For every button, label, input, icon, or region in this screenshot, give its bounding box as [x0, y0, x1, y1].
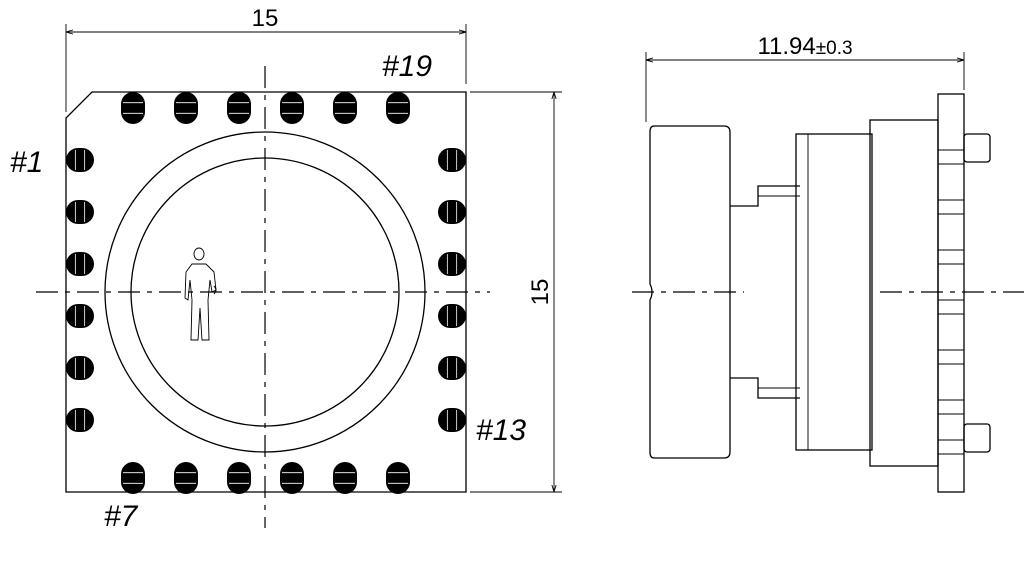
- pin-label-1: #1: [10, 146, 43, 179]
- pads-top-row: [121, 92, 410, 124]
- pad-bottom: [174, 462, 198, 494]
- pad-bottom: [227, 462, 251, 494]
- pad-right: [438, 304, 466, 328]
- pad-top: [386, 92, 410, 124]
- pad-top: [174, 92, 198, 124]
- pad-right: [438, 252, 466, 276]
- pads-right-column: [438, 148, 466, 432]
- pad-top: [227, 92, 251, 124]
- pads-left-column: [66, 148, 94, 432]
- pad-left: [66, 304, 94, 328]
- height-dimension-value: 15: [527, 279, 554, 306]
- base-plate: [937, 93, 965, 493]
- pad-left: [66, 356, 94, 380]
- pin-label-7: #7: [104, 500, 139, 533]
- base-plate-ribs: [938, 149, 964, 455]
- front-view: 15 15 #1 #7 #13 #19: [10, 5, 562, 533]
- depth-dimension-value: 11.94±0.3: [757, 33, 852, 60]
- pad-bottom: [280, 462, 304, 494]
- width-dimension-value: 15: [252, 5, 279, 32]
- pad-left: [66, 148, 94, 172]
- pad-right: [438, 408, 466, 432]
- pad-right: [438, 356, 466, 380]
- pad-top: [280, 92, 304, 124]
- main-body: [869, 119, 939, 467]
- pad-bottom: [386, 462, 410, 494]
- pin-label-19: #19: [382, 50, 432, 83]
- pad-bottom: [333, 462, 357, 494]
- pads-bottom-row: [121, 462, 410, 494]
- pin-bottom: [963, 423, 991, 453]
- pad-left: [66, 408, 94, 432]
- middle-housing: [795, 133, 873, 451]
- pad-left: [66, 252, 94, 276]
- side-view: 11.94±0.3: [632, 33, 1024, 493]
- pad-top: [121, 92, 145, 124]
- knob-cap: [649, 125, 731, 459]
- pin-top: [963, 133, 991, 163]
- pad-right: [438, 200, 466, 224]
- person-icon: [184, 247, 217, 341]
- pad-left: [66, 200, 94, 224]
- pad-right: [438, 148, 466, 172]
- pad-top: [333, 92, 357, 124]
- pin-label-13: #13: [476, 414, 526, 447]
- package-outline: [65, 91, 467, 493]
- pad-bottom: [121, 462, 145, 494]
